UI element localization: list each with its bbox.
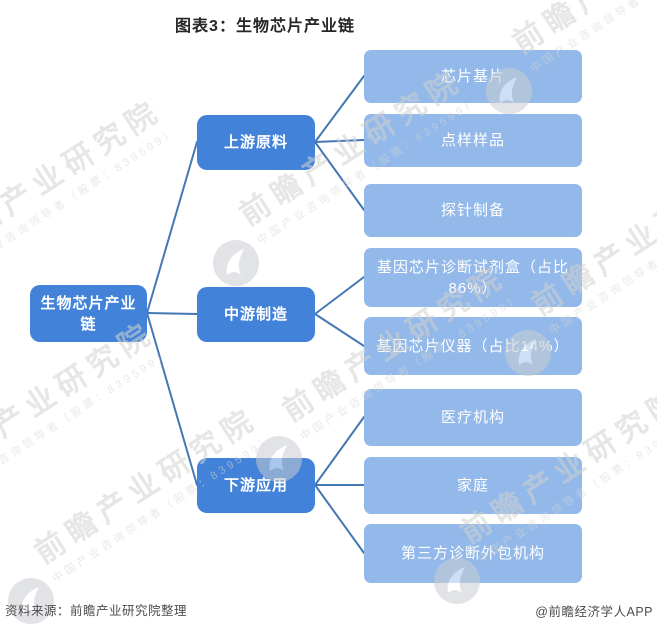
node-branch-label: 下游应用 bbox=[223, 477, 288, 494]
node-leaf-label: 基因芯片仪器（占比14%） bbox=[376, 337, 570, 355]
connector-root-downstream bbox=[146, 312, 198, 486]
figure-title: 图表3：生物芯片产业链 bbox=[175, 18, 355, 35]
connector-upstream-child1 bbox=[314, 139, 365, 143]
connector-downstream-child0 bbox=[314, 416, 365, 486]
node-leaf-label: 探针制备 bbox=[440, 202, 505, 219]
node-leaf-medical-institution: 医疗机构 bbox=[364, 389, 582, 446]
node-leaf-spotting-sample: 点样样品 bbox=[364, 114, 582, 167]
node-branch-midstream: 中游制造 bbox=[197, 287, 315, 342]
connector-upstream-child2 bbox=[314, 141, 365, 211]
connector-upstream-child0 bbox=[314, 75, 365, 143]
connector-root-upstream bbox=[146, 141, 198, 314]
node-leaf-household: 家庭 bbox=[364, 457, 582, 514]
connector-midstream-child0 bbox=[314, 276, 365, 315]
node-leaf-chip-instrument: 基因芯片仪器（占比14%） bbox=[364, 317, 582, 375]
node-root: 生物芯片产业链 bbox=[30, 285, 147, 342]
node-leaf-label: 第三方诊断外包机构 bbox=[400, 545, 545, 562]
node-leaf-probe-preparation: 探针制备 bbox=[364, 184, 582, 237]
source-note: 资料来源：前瞻产业研究院整理 bbox=[5, 604, 188, 618]
node-leaf-label: 医疗机构 bbox=[440, 409, 505, 426]
node-leaf-chip-substrate: 芯片基片 bbox=[364, 50, 582, 103]
node-branch-downstream: 下游应用 bbox=[197, 458, 315, 513]
node-root-label: 生物芯片产业链 bbox=[40, 294, 137, 333]
node-leaf-label: 家庭 bbox=[456, 477, 489, 494]
node-leaf-diagnostic-kit: 基因芯片诊断试剂盒（占比86%） bbox=[364, 248, 582, 307]
node-branch-label: 上游原料 bbox=[223, 134, 288, 151]
node-branch-upstream: 上游原料 bbox=[197, 115, 315, 170]
connector-midstream-child1 bbox=[314, 313, 365, 347]
node-leaf-label: 点样样品 bbox=[440, 132, 505, 149]
connector-root-midstream bbox=[146, 312, 198, 315]
node-leaf-label: 芯片基片 bbox=[440, 68, 505, 85]
node-branch-label: 中游制造 bbox=[223, 306, 288, 323]
node-leaf-third-party-outsourcing: 第三方诊断外包机构 bbox=[364, 524, 582, 583]
node-leaf-label: 基因芯片诊断试剂盒（占比86%） bbox=[376, 258, 569, 297]
connector-downstream-child2 bbox=[314, 484, 365, 554]
credit-note: @前瞻经济学人APP bbox=[535, 605, 653, 619]
